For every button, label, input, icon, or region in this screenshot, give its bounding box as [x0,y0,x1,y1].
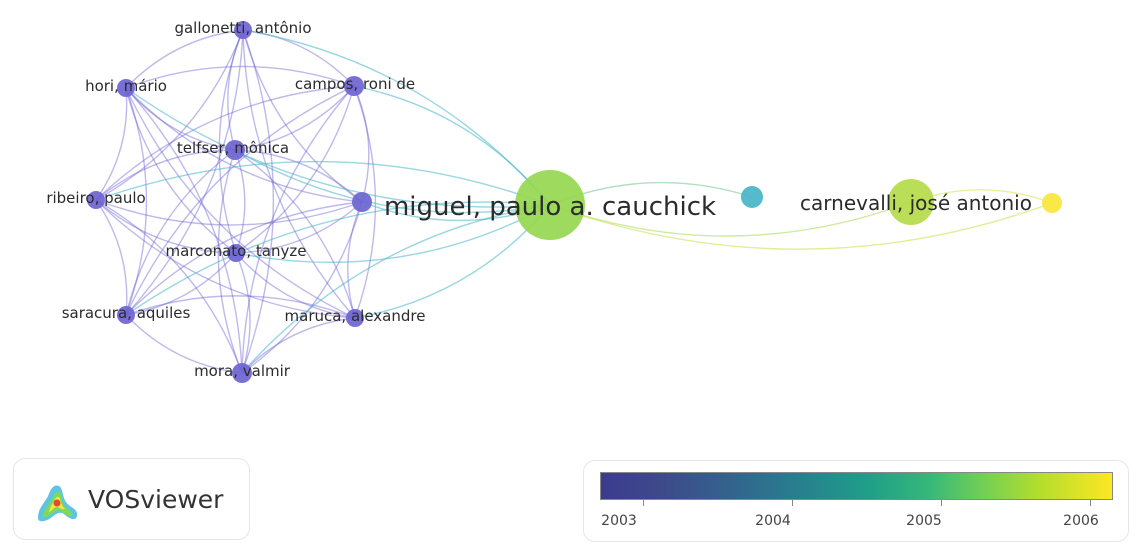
node-hidden1[interactable] [352,192,372,212]
node-miguel[interactable] [515,170,585,240]
node-label-telfser: telfser, mônica [177,139,289,157]
legend-tick [941,500,942,506]
network-edge [227,29,244,151]
network-edge [95,160,551,206]
legend-color-bar [600,472,1113,500]
network-edge [235,204,551,263]
network-edge [95,29,244,201]
vosviewer-logo-box: VOSviewer [13,458,250,540]
network-edge [125,29,244,89]
node-label-campos: campos, roni de [295,75,415,93]
network-edge [125,85,355,316]
vosviewer-logo-text: VOSviewer [88,484,224,514]
network-edge [95,87,128,201]
network-edge [549,201,912,237]
network-edge [95,199,128,316]
node-label-ribeiro: ribeiro, paulo [46,189,145,207]
node-label-hori: hori, mário [85,77,167,95]
legend-tick-label-2006: 2006 [1063,513,1099,529]
node-label-maruca: maruca, alexandre [285,307,426,325]
node-gallonetti[interactable] [234,21,252,39]
network-edge [235,252,251,374]
node-label-marconato: marconato, tanyze [166,242,307,260]
network-edge [125,87,551,208]
node-teal[interactable] [741,186,763,208]
network-edge [125,87,356,319]
legend-tick-label-2004: 2004 [755,513,791,529]
network-edge [125,295,356,319]
network-edge [125,65,355,89]
network-edge [242,29,356,319]
node-ribeiro[interactable] [87,191,105,209]
network-edge [241,85,355,374]
network-labels: gallonetti, antônio hori, mário campos, ro… [46,19,1032,380]
node-yellow[interactable] [1042,193,1062,213]
network-edge [125,201,551,316]
node-marconato[interactable] [227,244,245,262]
network-edge [95,199,363,226]
network-edge [234,149,551,214]
node-carnevalli[interactable] [888,179,934,225]
legend-tick-label-2005: 2005 [906,513,942,529]
network-edge [95,199,237,254]
network-edge [95,199,243,374]
network-edge [241,29,275,374]
network-edge [95,199,356,319]
network-edge [125,87,243,374]
network-edge [125,87,236,151]
network-edge [125,252,237,316]
node-hori[interactable] [117,79,135,97]
node-saracura[interactable] [117,306,135,324]
legend-tick-label-2003: 2003 [601,513,637,529]
node-telfser[interactable] [225,140,245,160]
legend-tick [1090,500,1091,506]
network-edge [95,85,355,201]
node-label-mora: mora, valmir [194,362,291,380]
network-nodes [87,21,1062,383]
network-edge [234,149,363,203]
network-edge [125,87,237,254]
network-edge [125,314,243,374]
network-edge [242,29,363,203]
year-color-legend: 2003 2004 2005 2006 [583,460,1129,542]
vosviewer-logo-icon [38,485,78,522]
node-label-miguel: miguel, paulo a. cauchick [384,192,716,222]
co-authorship-network: gallonetti, antônio hori, mário campos, ro… [46,19,1062,383]
network-edge [241,201,363,374]
network-edge [125,87,363,203]
network-edge [549,202,1053,250]
network-edge [235,252,356,319]
node-mora[interactable] [232,363,252,383]
network-edge [234,149,246,254]
network-edge [125,201,363,316]
network-edge [125,87,148,316]
network-edge [95,149,236,201]
node-label-saracura: saracura, aquiles [62,304,191,322]
network-edge [242,29,551,206]
network-edge [125,149,236,316]
network-edges [95,29,1053,374]
network-edge [353,85,377,319]
network-edge [218,29,244,254]
network-edge [235,201,363,254]
network-edge [353,85,370,203]
legend-tick [792,500,793,506]
network-edge [234,149,356,319]
network-edge [234,85,355,151]
node-campos[interactable] [344,76,364,96]
legend-tick [643,500,644,506]
network-edge [241,204,551,374]
node-maruca[interactable] [346,309,364,327]
network-edge [241,317,356,374]
node-label-gallonetti: gallonetti, antônio [174,19,311,37]
node-label-carnevalli: carnevalli, josé antonio [800,191,1032,215]
network-edge [125,29,244,316]
